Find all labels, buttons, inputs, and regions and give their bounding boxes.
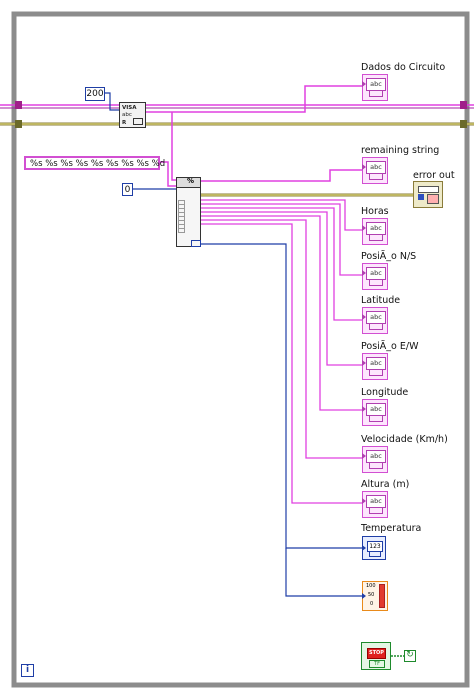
format-string-constant[interactable]: %s %s %s %s %s %s %s %s %d (24, 156, 165, 170)
wire-ew[interactable] (201, 211, 362, 366)
label-velocidade: Velocidade (Km/h) (361, 434, 448, 445)
indicator-type: abc (366, 311, 386, 324)
display-icon (369, 234, 383, 241)
arrow-icon (362, 314, 366, 320)
stop-label: STOP (367, 648, 386, 659)
cluster-status-icon (418, 194, 424, 200)
display-icon (369, 323, 383, 330)
byte-count-constant[interactable]: 200 (85, 87, 105, 101)
therm-tick-0: 0 (370, 601, 374, 607)
arrow-icon (362, 498, 366, 504)
indicator-posicao-ns[interactable]: abc (362, 263, 388, 290)
wire-velocidade[interactable] (201, 219, 362, 459)
label-remaining-string: remaining string (361, 145, 440, 156)
scan-input-wire[interactable] (171, 112, 176, 181)
display-icon (369, 369, 383, 376)
wire-horas[interactable] (201, 199, 362, 231)
loop-condition-icon[interactable]: ↻ (404, 650, 416, 662)
display-icon (369, 415, 383, 422)
wire-temperatura[interactable] (201, 243, 362, 549)
indicator-dados-circuito[interactable]: abc (362, 74, 388, 101)
arrow-icon (362, 164, 366, 170)
indicator-latitude[interactable]: abc (362, 307, 388, 334)
indicator-horas[interactable]: abc (362, 218, 388, 245)
remaining-string-wire[interactable] (201, 169, 362, 182)
label-altura: Altura (m) (361, 479, 410, 490)
arrow-icon (362, 81, 366, 87)
visa-read-node[interactable]: VISA abc R (119, 102, 146, 128)
visa-read-label: VISA (122, 105, 137, 111)
display-icon (369, 90, 383, 97)
right-tunnel-err (460, 120, 467, 128)
format-string-wire[interactable] (160, 161, 176, 187)
indicator-remaining-string[interactable]: abc (362, 157, 388, 184)
visa-resource-wire[interactable] (0, 104, 474, 109)
indicator-temperatura[interactable]: 123 (362, 536, 386, 560)
wire-latitude[interactable] (201, 207, 362, 321)
offset-constant[interactable]: 0 (122, 183, 133, 196)
scan-from-string-node[interactable]: % (176, 177, 201, 247)
error-out-cluster[interactable] (413, 181, 443, 208)
display-icon (369, 462, 383, 469)
visa-read-r: R (122, 120, 127, 126)
indicator-type: abc (366, 78, 386, 91)
label-horas: Horas (361, 206, 389, 217)
arrow-icon (362, 545, 366, 551)
right-tunnel-top (460, 101, 467, 109)
display-icon (369, 173, 383, 180)
label-longitude: Longitude (361, 387, 409, 398)
iteration-terminal: i (21, 664, 34, 677)
indicator-longitude[interactable]: abc (362, 399, 388, 426)
label-temperatura: Temperatura (361, 523, 422, 534)
arrow-icon (362, 225, 366, 231)
wire-altura[interactable] (201, 223, 362, 504)
thermometer-icon (379, 584, 385, 608)
thermometer-indicator[interactable]: 100 50 0 (362, 581, 388, 611)
read-buffer-wire[interactable] (146, 85, 362, 113)
while-loop-frame[interactable] (11, 11, 470, 688)
arrow-icon (362, 360, 366, 366)
arrow-icon (362, 270, 366, 276)
arrow-icon (362, 453, 366, 459)
label-error-out: error out (413, 170, 455, 181)
scan-output-numeric (191, 240, 201, 247)
scan-terminal-8 (178, 228, 185, 233)
left-tunnel-err (15, 120, 22, 128)
indicator-altura[interactable]: abc (362, 491, 388, 518)
visa-read-icon (133, 118, 143, 125)
visa-read-abc: abc (122, 112, 132, 118)
cluster-icon (418, 186, 439, 193)
arrow-icon (362, 406, 366, 412)
wire-ns[interactable] (201, 203, 362, 276)
stop-value: TF (369, 660, 385, 668)
label-posicao-ns: PosiÃ_o N/S (361, 251, 417, 262)
stop-button[interactable]: STOP TF (361, 642, 391, 670)
byte-count-wire[interactable] (105, 92, 119, 111)
wire-longitude[interactable] (201, 215, 362, 411)
scan-node-header: % (177, 177, 200, 188)
indicator-velocidade[interactable]: abc (362, 446, 388, 473)
wire-thermometer[interactable] (285, 548, 362, 597)
label-dados-circuito: Dados do Circuito (361, 62, 446, 73)
arrow-icon (362, 593, 366, 599)
cluster-code-icon (427, 194, 439, 204)
left-tunnel-top (15, 101, 22, 109)
therm-tick-100: 100 (366, 583, 376, 589)
indicator-posicao-ew[interactable]: abc (362, 353, 388, 380)
label-posicao-ew: PosiÃ_o E/W (361, 341, 419, 352)
scan-percent-icon: % (187, 177, 195, 185)
numeric-type-icon (369, 551, 381, 557)
display-icon (369, 279, 383, 286)
label-latitude: Latitude (361, 295, 401, 306)
display-icon (369, 507, 383, 514)
therm-tick-50: 50 (368, 592, 375, 598)
